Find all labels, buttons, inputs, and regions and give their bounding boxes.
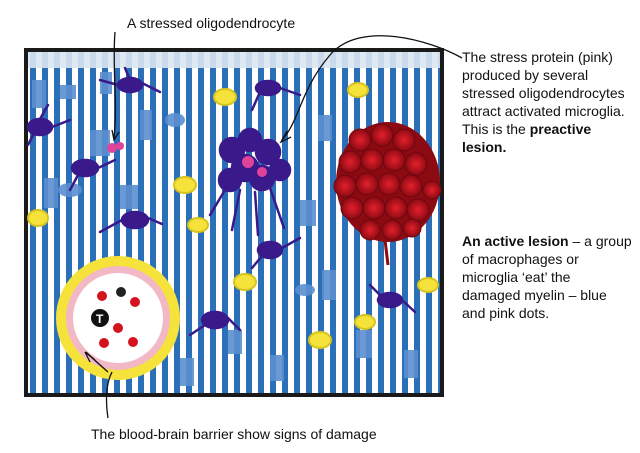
microglia <box>26 66 417 337</box>
preactive-lesion-caption: The stress protein (pink) produced by se… <box>462 48 632 156</box>
active-lesion-term: An active lesion <box>462 233 569 249</box>
blood-brain-barrier-label: The blood-brain barrier show signs of da… <box>91 426 377 442</box>
myelin-bundles <box>32 72 418 386</box>
stress-protein-dots <box>107 142 267 177</box>
yellow-cells <box>27 82 439 349</box>
active-lesion-caption: An active lesion – a group of macrophage… <box>462 232 632 322</box>
t-cell-letter: T <box>96 312 104 326</box>
blood-vessel <box>56 256 180 380</box>
oligodendrocyte-label: A stressed oligodendrocyte <box>127 15 296 31</box>
preactive-term: preactive lesion. <box>462 121 592 155</box>
stress-protein-text: The stress protein (pink) produced by se… <box>462 49 625 137</box>
active-lesion <box>333 122 442 266</box>
active-lesion-text: – a group of macrophages or microglia ‘e… <box>462 233 632 321</box>
pointer-lines <box>84 31 463 419</box>
